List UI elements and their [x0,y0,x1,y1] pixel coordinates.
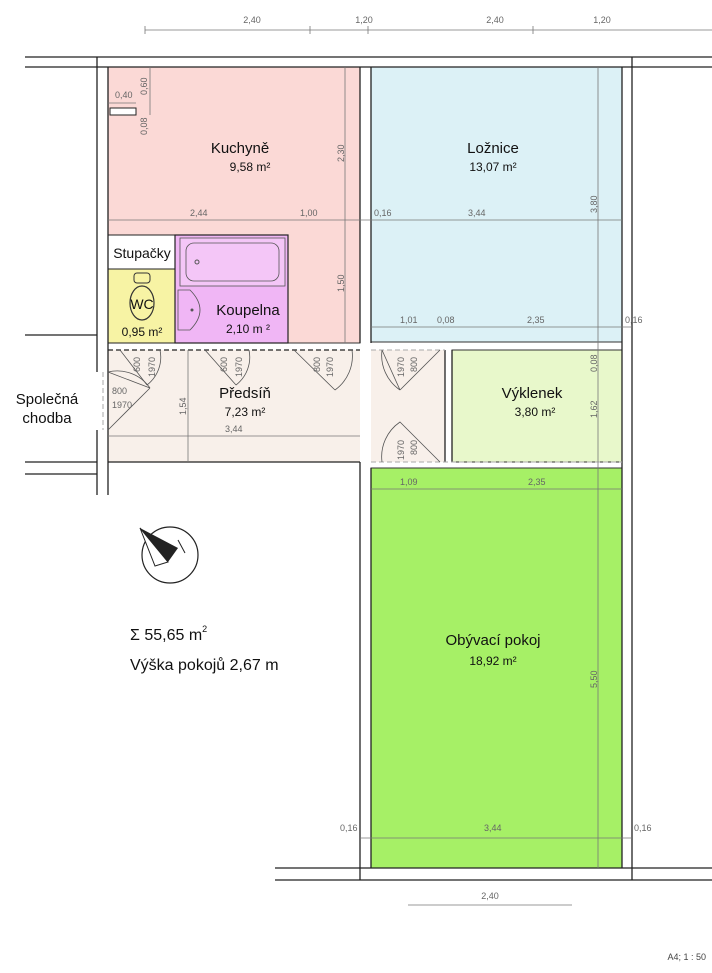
dim-row4-3: 0,16 [634,823,652,833]
door-wc-width: 600 [132,357,142,372]
doors [107,349,441,463]
door-kitchen-width: 800 [312,357,322,372]
hall-name: Předsíň [219,385,271,402]
dim-row2-1: 1,01 [400,315,418,325]
dim-230: 2,30 [336,144,346,162]
dim-154: 1,54 [178,397,188,415]
living-area: 18,92 m² [469,654,516,668]
dim-row1-3: 0,16 [374,208,392,218]
door-living-height: 1970 [396,440,406,460]
dim-row2-2: 0,08 [437,315,455,325]
room-bedroom [370,66,623,343]
dim-row2-3: 2,35 [527,315,545,325]
dim-row3-1: 1,09 [400,477,418,487]
door-bath-width: 600 [219,357,229,372]
dim-bottom: 2,40 [481,891,499,901]
dim-row2-4: 0,16 [625,315,643,325]
dim-top-2: 1,20 [355,15,373,25]
dim-380: 3,80 [589,195,599,213]
dim-top-1: 2,40 [243,15,261,25]
bathroom-name: Koupelna [216,302,280,319]
bedroom-name: Ložnice [467,140,519,157]
risers-name: Stupačky [113,245,171,261]
dim-150: 1,50 [336,274,346,292]
sink-icon [177,289,201,331]
dim-row3-2: 2,35 [528,477,546,487]
door-entry-width: 800 [112,386,127,396]
room-risers [107,234,176,270]
total-area: Σ 55,65 m2 [130,624,207,644]
dim-alc-008: 0,08 [589,354,599,372]
dim-row4-2: 3,44 [484,823,502,833]
room-alcove [451,349,623,463]
room-hall-corridor [371,350,445,462]
room-living [370,467,623,869]
north-arrow-icon [139,526,199,584]
dimension-lines [108,26,712,906]
bedroom-area: 13,07 m² [469,160,516,174]
dim-row1-2: 1,00 [300,208,318,218]
dim-row4-1: 0,16 [340,823,358,833]
room-wc [107,268,176,344]
corridor-name-1: Společná [16,391,79,408]
door-bedroom-width: 800 [409,357,419,372]
walls [25,56,712,881]
dim-row1-1: 2,44 [190,208,208,218]
bathroom-area: 2,10 m ² [226,322,270,336]
door-living-width: 800 [409,440,419,455]
door-entry-height: 1970 [112,400,132,410]
alcove-name: Výklenek [502,385,563,402]
dim-hall-344: 3,44 [225,424,243,434]
toilet-icon [129,272,155,321]
dim-550: 5,50 [589,670,599,688]
kitchen-name: Kuchyně [211,140,269,157]
living-name: Obývací pokoj [445,632,540,649]
dim-040: 0,40 [115,90,133,100]
bathtub-icon [179,237,286,287]
alcove-area: 3,80 m² [515,405,556,419]
door-bath-height: 1970 [234,357,244,377]
dim-top-3: 2,40 [486,15,504,25]
hall-area: 7,23 m² [225,405,266,419]
dim-162: 1,62 [589,400,599,418]
kitchen-area: 9,58 m² [230,160,271,174]
corridor-name-2: chodba [22,410,72,427]
door-wc-height: 1970 [147,357,157,377]
wc-name: WC [130,296,153,312]
dim-top-4: 1,20 [593,15,611,25]
wc-area: 0,95 m² [122,325,163,339]
room-hall [108,350,360,462]
dim-row1-4: 3,44 [468,208,486,218]
dim-060: 0,60 [139,77,149,95]
dim-008: 0,08 [139,117,149,135]
room-height: Výška pokojů 2,67 m [130,656,279,674]
door-kitchen-height: 1970 [325,357,335,377]
door-bedroom-height: 1970 [396,357,406,377]
scale-label: A4; 1 : 50 [667,952,706,962]
